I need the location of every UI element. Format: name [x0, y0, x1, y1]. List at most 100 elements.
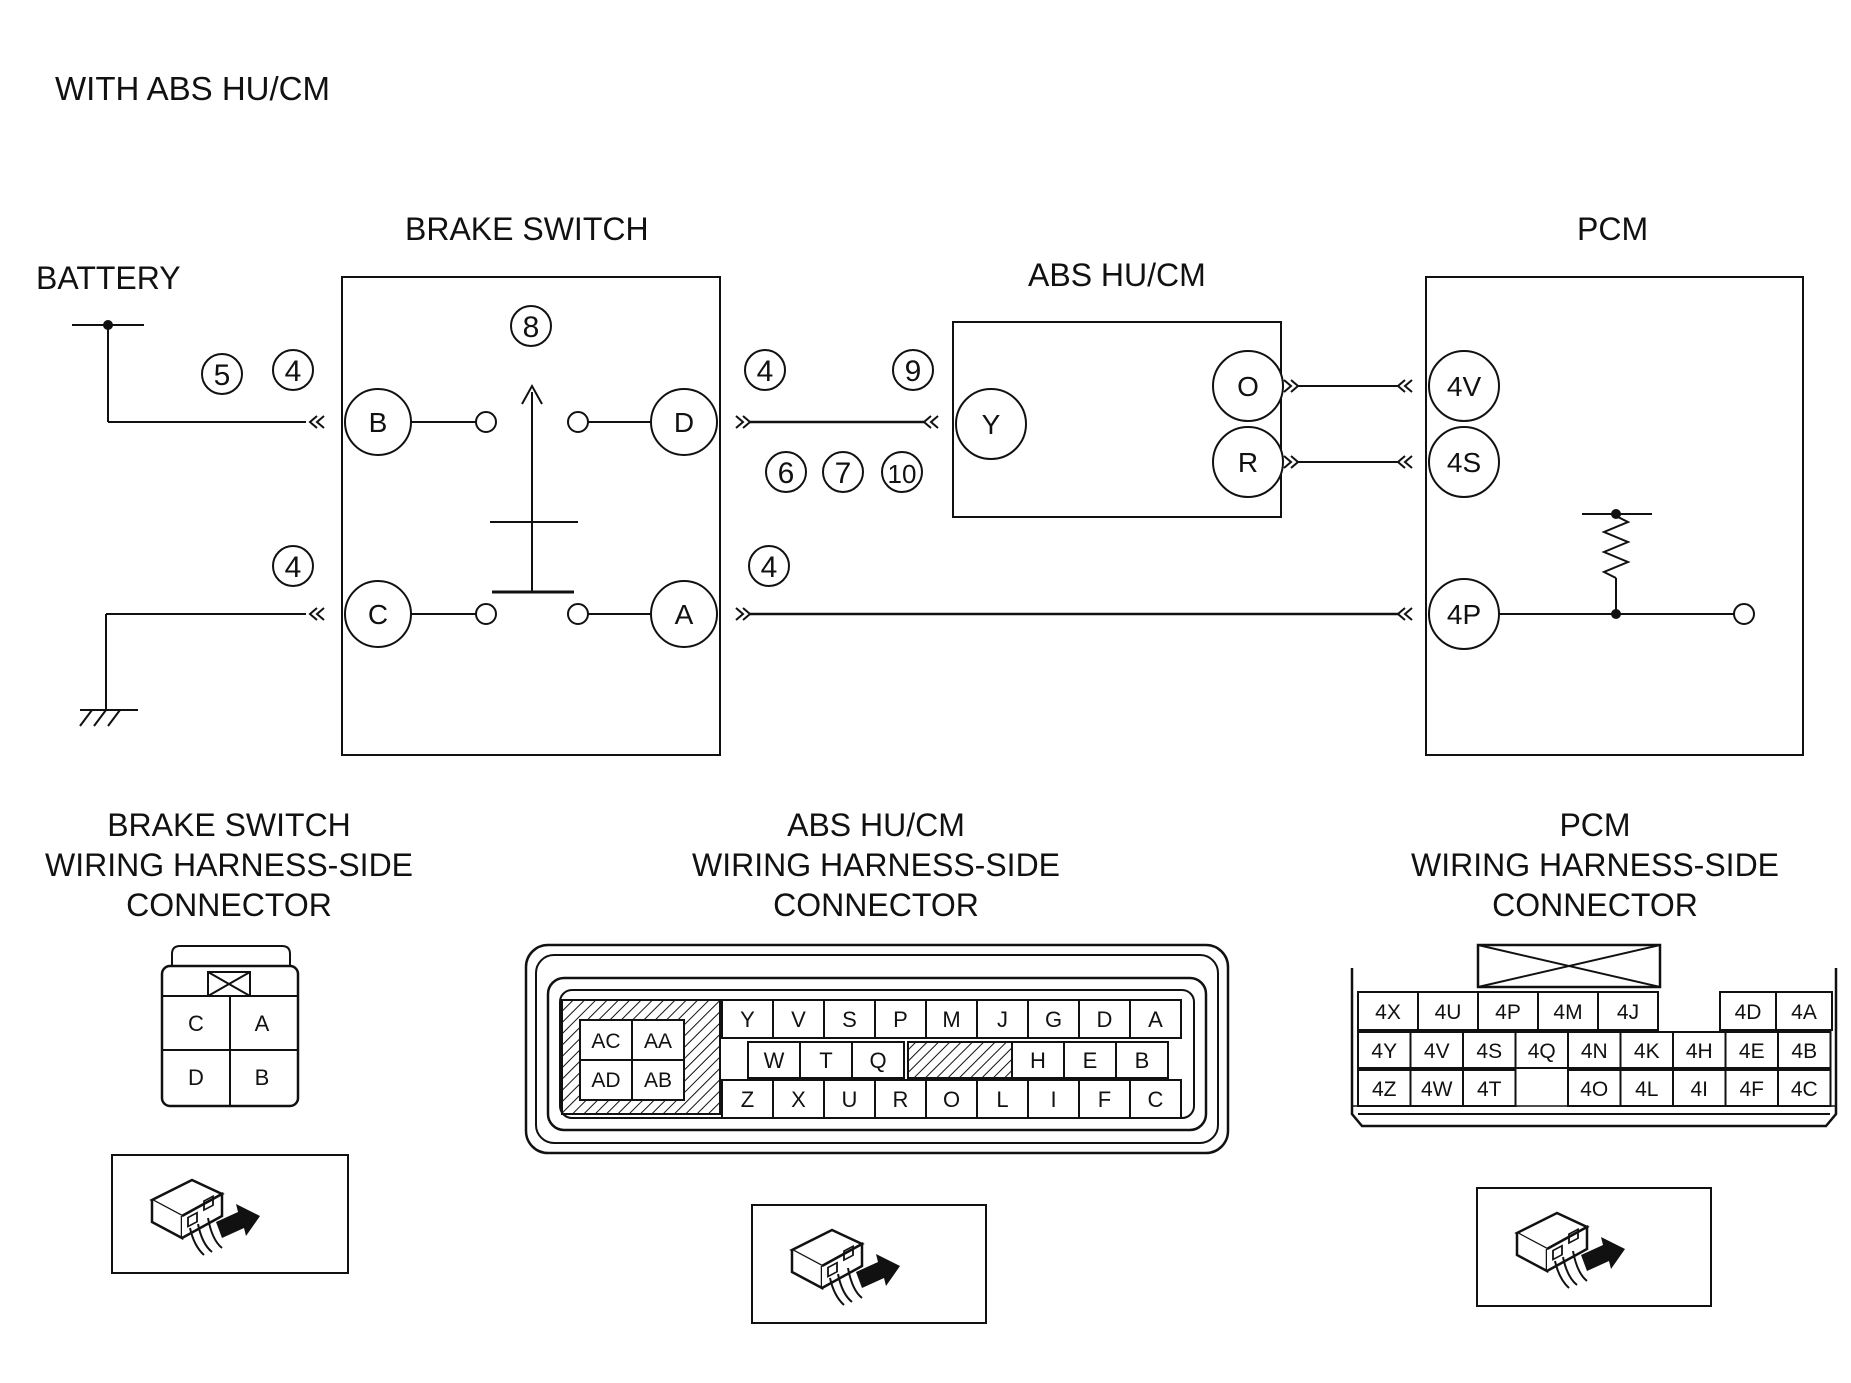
pcm-label: PCM	[1577, 211, 1648, 247]
ground-symbol	[79, 613, 306, 727]
pcm-row1-pin-label: 4J	[1617, 1001, 1639, 1024]
battery-symbol	[72, 320, 306, 423]
abs-pin-y	[955, 388, 1027, 460]
svg-text:WIRING HARNESS-SIDE: WIRING HARNESS-SIDE	[45, 847, 413, 883]
svg-text:D: D	[188, 1065, 204, 1090]
pcm-pin-4s	[1428, 426, 1500, 498]
abs-row2-cell	[851, 1041, 905, 1079]
abs-row1-pin-label: M	[942, 1007, 960, 1032]
pcm-row2-pin-label: 4S	[1476, 1040, 1502, 1063]
pcm-row3-pin-label: 4I	[1690, 1078, 1708, 1101]
pcm-row2-pin-label: 4E	[1739, 1040, 1765, 1063]
pin-y-label: Y	[982, 409, 1001, 440]
brake-switch-internals	[408, 383, 652, 625]
pcm-row2-cell	[1567, 1031, 1622, 1069]
abs-row1-cell	[874, 999, 927, 1039]
pcm-row3-pin-label: 4O	[1580, 1078, 1608, 1101]
svg-text:AC: AC	[591, 1030, 620, 1053]
pcm-row3-cell	[1672, 1069, 1727, 1107]
abs-row3-cell	[772, 1079, 825, 1119]
pcm-row1-pin-label: 4U	[1435, 1001, 1462, 1024]
abs-row1-pin-label: G	[1045, 1007, 1062, 1032]
pcm-row1-cell	[1597, 991, 1659, 1031]
pcm-row2-pin-label: 4N	[1581, 1040, 1608, 1063]
svg-text:CONNECTOR: CONNECTOR	[126, 887, 332, 923]
pcm-row1-pin-label: 4P	[1495, 1001, 1521, 1024]
pcm-row2-cell	[1724, 1031, 1779, 1069]
abs-row1-pin-label: A	[1148, 1007, 1163, 1032]
abs-row2-pin-label: E	[1083, 1048, 1098, 1073]
abs-row1-cell	[925, 999, 978, 1039]
step-4-battery: 4	[285, 355, 302, 388]
step-9: 9	[905, 355, 922, 388]
step-5: 5	[214, 359, 231, 392]
step-7: 7	[835, 457, 852, 490]
pcm-row3-pin-label: 4C	[1791, 1078, 1818, 1101]
abs-row1-cell	[1027, 999, 1080, 1039]
svg-text:B: B	[255, 1065, 270, 1090]
abs-row3-pin-label: F	[1098, 1087, 1111, 1112]
brake-switch-pin-d	[650, 388, 718, 456]
pcm-view-icon	[1476, 1187, 1712, 1307]
abs-row1-cell	[823, 999, 876, 1039]
abs-row1-cell	[721, 999, 774, 1039]
pcm-row3-pin-label: 4Z	[1372, 1078, 1397, 1101]
pin-d-label: D	[674, 407, 694, 438]
abs-row2-cell	[1115, 1041, 1169, 1079]
pcm-connector-title: PCM WIRING HARNESS-SIDE CONNECTOR	[1411, 807, 1779, 923]
abs-row3-pin-label: R	[893, 1087, 909, 1112]
pcm-row1-cell	[1417, 991, 1479, 1031]
brake-switch-connector-face: C A D B	[160, 945, 300, 1108]
abs-connector-title: ABS HU/CM WIRING HARNESS-SIDE CONNECTOR	[692, 807, 1060, 923]
svg-text:PCM: PCM	[1559, 807, 1630, 843]
pcm-row3-pin-label: 4F	[1739, 1078, 1764, 1101]
step-markers: 5 4 8 4 9 6 7 10 4 4	[201, 305, 934, 587]
step-6: 6	[778, 457, 795, 490]
pcm-connector-face	[1350, 943, 1838, 1128]
svg-text:WIRING HARNESS-SIDE: WIRING HARNESS-SIDE	[692, 847, 1060, 883]
abs-row2-pin-label: T	[819, 1048, 832, 1073]
wire-o-to-4v	[1283, 379, 1413, 393]
pin-4p-label: 4P	[1447, 599, 1481, 630]
svg-text:BRAKE SWITCH: BRAKE SWITCH	[107, 807, 351, 843]
abs-row3-cell	[1078, 1079, 1131, 1119]
abs-hucm-box	[952, 321, 1282, 518]
pcm-row2-pin-label: 4V	[1424, 1040, 1450, 1063]
abs-row3-cell	[976, 1079, 1029, 1119]
abs-row3-pin-label: X	[791, 1087, 806, 1112]
battery-label: BATTERY	[36, 260, 181, 296]
abs-row1-pin-label: S	[842, 1007, 857, 1032]
pin-4v-label: 4V	[1447, 371, 1482, 402]
svg-text:WIRING HARNESS-SIDE: WIRING HARNESS-SIDE	[1411, 847, 1779, 883]
abs-row2-pin-label: H	[1030, 1048, 1046, 1073]
abs-row2-cell	[799, 1041, 853, 1079]
pcm-row2-cell	[1514, 1031, 1569, 1069]
svg-text:CONNECTOR: CONNECTOR	[773, 887, 979, 923]
pin-r-label: R	[1238, 447, 1258, 478]
abs-row3-pin-label: O	[943, 1087, 960, 1112]
abs-row1-cell	[1129, 999, 1182, 1039]
wire-a-to-4p	[735, 607, 1413, 621]
svg-text:C: C	[188, 1011, 204, 1036]
brake-switch-box	[341, 276, 721, 756]
pcm-row1-cell	[1775, 991, 1833, 1031]
pcm-pin-4v	[1428, 350, 1500, 422]
abs-row1-pin-label: P	[893, 1007, 908, 1032]
abs-row3-pin-label: I	[1050, 1087, 1056, 1112]
svg-text:CONNECTOR: CONNECTOR	[1492, 887, 1698, 923]
pcm-row3-cell	[1724, 1069, 1779, 1107]
brake-switch-connector-title: BRAKE SWITCH WIRING HARNESS-SIDE CONNECT…	[45, 807, 413, 923]
pcm-row2-cell	[1357, 1031, 1412, 1069]
pcm-row3-cell	[1462, 1069, 1517, 1107]
svg-text:A: A	[255, 1011, 270, 1036]
svg-text:ABS HU/CM: ABS HU/CM	[787, 807, 965, 843]
abs-row2-pin-label: Q	[869, 1048, 886, 1073]
pcm-row2-pin-label: 4H	[1686, 1040, 1713, 1063]
abs-row3-pin-label: U	[842, 1087, 858, 1112]
wire-d-to-y	[735, 415, 939, 429]
pcm-row3-pin-label: 4L	[1635, 1078, 1658, 1101]
brake-switch-pin-a	[650, 580, 718, 648]
abs-row1-pin-label: D	[1097, 1007, 1113, 1032]
